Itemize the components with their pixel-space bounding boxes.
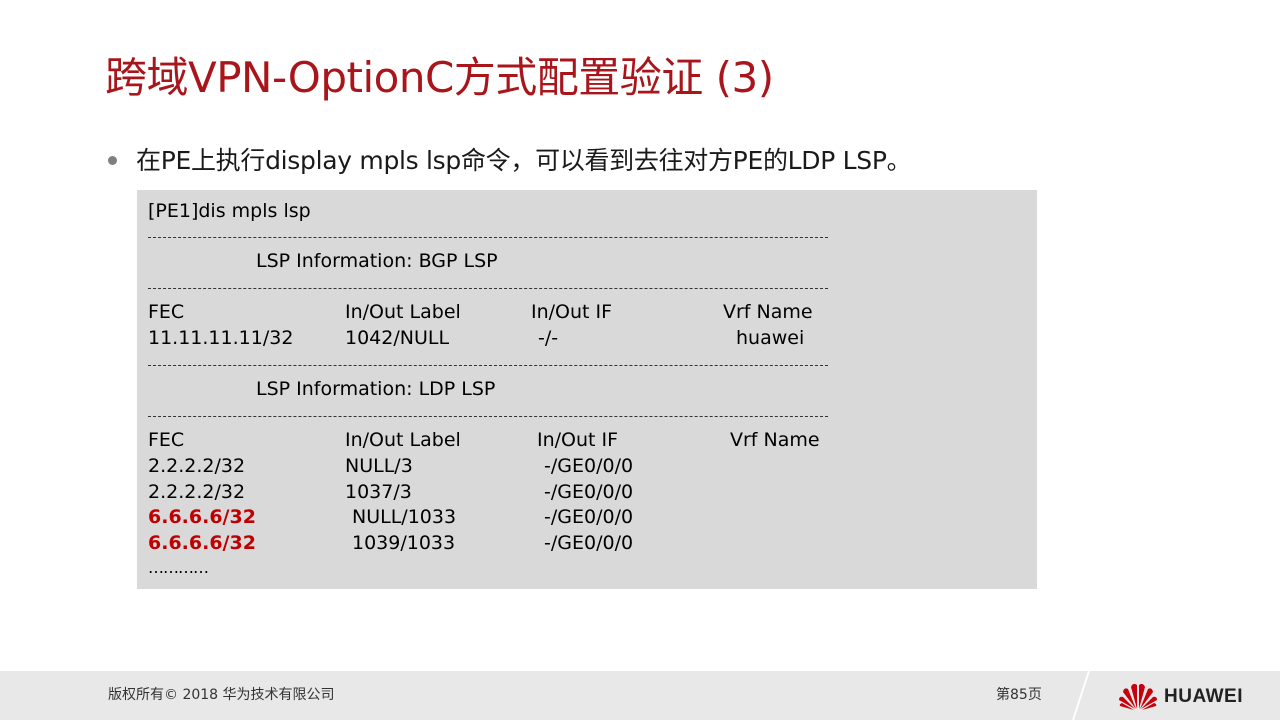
ldp-row-label: NULL/3 (345, 455, 413, 477)
ldp-row-fec: 2.2.2.2/32 (148, 455, 246, 477)
bullet-dot-icon (108, 156, 117, 165)
copyright-text: 版权所有© 2018 华为技术有限公司 (108, 687, 335, 703)
separator-line (148, 416, 828, 417)
huawei-wordmark: HUAWEI (1164, 686, 1243, 707)
cli-output-box: [PE1]dis mpls lsp LSP Information: BGP L… (137, 190, 1037, 589)
cli-command: [PE1]dis mpls lsp (148, 200, 311, 222)
bgp-row-vrf: huawei (736, 327, 805, 349)
column-header-fec: FEC (148, 429, 185, 451)
column-header-in-out-label: In/Out Label (345, 301, 461, 323)
column-header-vrf-name: Vrf Name (723, 301, 813, 323)
separator-line (148, 365, 828, 366)
huawei-logo: HUAWEI (1118, 681, 1258, 711)
ldp-lsp-heading: LSP Information: LDP LSP (256, 378, 496, 400)
ldp-row-if: -/GE0/0/0 (544, 506, 634, 528)
output-ellipsis: ………… (148, 558, 209, 577)
ldp-row-if: -/GE0/0/0 (544, 481, 634, 503)
ldp-row-fec: 2.2.2.2/32 (148, 481, 246, 503)
column-header-fec: FEC (148, 301, 185, 323)
ldp-row-if: -/GE0/0/0 (544, 532, 634, 554)
ldp-row-label: NULL/1033 (352, 506, 457, 528)
column-header-in-out-if: In/Out IF (531, 301, 613, 323)
ldp-row-if: -/GE0/0/0 (544, 455, 634, 477)
column-header-in-out-if: In/Out IF (537, 429, 619, 451)
ldp-row-fec-highlighted: 6.6.6.6/32 (148, 506, 256, 528)
page-number: 第85页 (996, 687, 1042, 703)
footer-bar: 版权所有© 2018 华为技术有限公司 第85页 HUAWEI (0, 671, 1280, 720)
bgp-row-if: -/- (538, 327, 559, 349)
column-header-in-out-label: In/Out Label (345, 429, 461, 451)
bgp-lsp-heading: LSP Information: BGP LSP (256, 250, 498, 272)
ldp-row-fec-highlighted: 6.6.6.6/32 (148, 532, 256, 554)
huawei-flower-icon (1119, 683, 1157, 710)
footer-divider (1072, 671, 1090, 720)
ldp-row-label: 1039/1033 (352, 532, 456, 554)
slide-title: 跨域VPN-OptionC方式配置验证 (3) (105, 53, 774, 102)
bgp-row-fec: 11.11.11.11/32 (148, 327, 294, 349)
separator-line (148, 288, 828, 289)
separator-line (148, 237, 828, 238)
bgp-row-label: 1042/NULL (345, 327, 450, 349)
column-header-vrf-name: Vrf Name (730, 429, 820, 451)
ldp-row-label: 1037/3 (345, 481, 412, 503)
bullet-text: 在PE上执行display mpls lsp命令，可以看到去往对方PE的LDP … (136, 146, 912, 175)
